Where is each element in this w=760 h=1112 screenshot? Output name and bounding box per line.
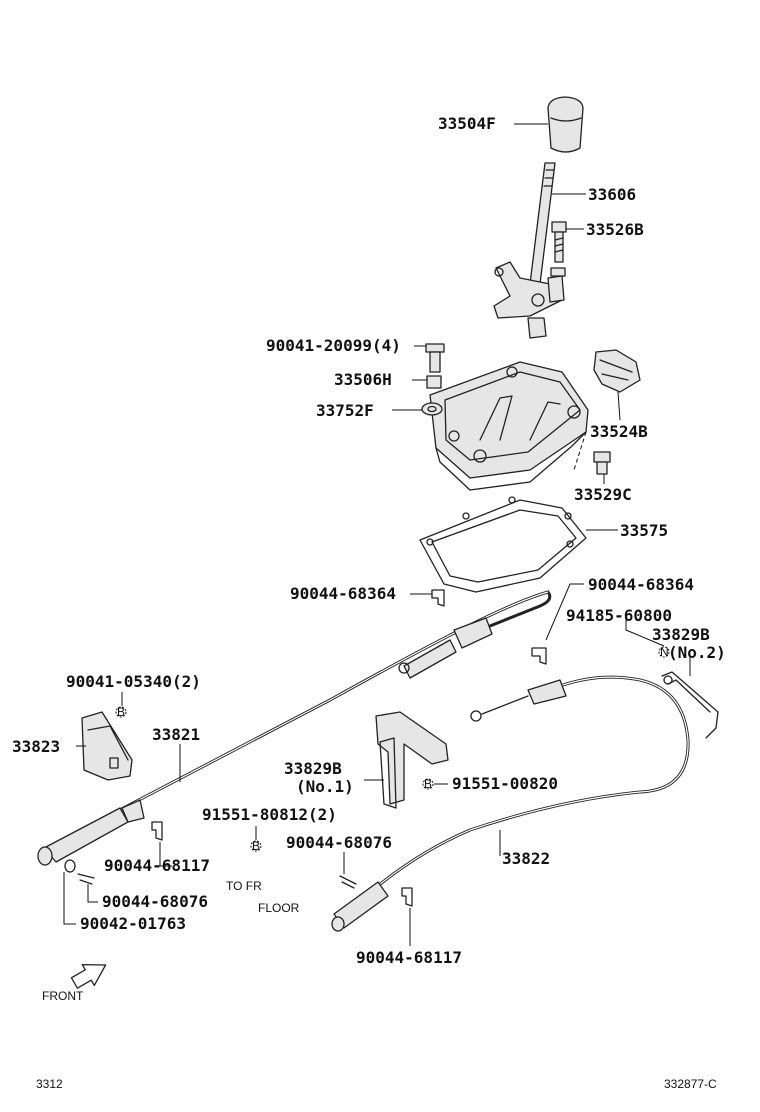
label-91551-80812: 91551-80812(2) bbox=[202, 805, 337, 824]
label-33575: 33575 bbox=[620, 521, 668, 540]
label-90044-68364-left: 90044-68364 bbox=[290, 584, 396, 603]
marker-b-2: B bbox=[422, 777, 434, 791]
label-90044-68076-mid: 90044-68076 bbox=[286, 833, 392, 852]
label-33829b-no1: 33829B bbox=[284, 759, 342, 778]
label-90044-68117-left: 90044-68117 bbox=[104, 856, 210, 875]
label-33829b-no2: 33829B bbox=[652, 625, 710, 644]
clip-90044-68117-bottom bbox=[401, 887, 413, 907]
label-90041-20099: 90041-20099(4) bbox=[266, 336, 401, 355]
label-33506h: 33506H bbox=[334, 370, 392, 389]
label-90044-68076-left: 90044-68076 bbox=[102, 892, 208, 911]
bracket-33829b-no1 bbox=[375, 711, 449, 809]
label-33606: 33606 bbox=[588, 185, 636, 204]
label-33529c: 33529C bbox=[574, 485, 632, 504]
cable-33821 bbox=[37, 590, 552, 866]
clip-90044-68364-left bbox=[431, 589, 445, 607]
marker-n: N bbox=[658, 645, 670, 659]
svg-text:B: B bbox=[117, 705, 125, 719]
pin-90044-68076-mid bbox=[339, 875, 357, 889]
label-33822: 33822 bbox=[502, 849, 550, 868]
washer-33752f bbox=[421, 402, 443, 416]
clip-90044-68117-left bbox=[151, 821, 163, 841]
clip-90044-68364-right bbox=[531, 647, 547, 665]
svg-text:B: B bbox=[424, 777, 432, 791]
label-90042-01763: 90042-01763 bbox=[80, 914, 186, 933]
label-floor: FLOOR bbox=[258, 901, 300, 915]
leader-lines bbox=[63, 123, 691, 946]
bracket-33823 bbox=[81, 711, 133, 781]
cable-33822 bbox=[331, 675, 690, 932]
label-front: FRONT bbox=[42, 989, 84, 1003]
shift-knob bbox=[547, 96, 584, 153]
label-90044-68364-right: 90044-68364 bbox=[588, 575, 694, 594]
label-33524b: 33524B bbox=[590, 422, 648, 441]
label-33823: 33823 bbox=[12, 737, 60, 756]
svg-text:N: N bbox=[660, 645, 669, 659]
marker-b-3: B bbox=[250, 839, 262, 853]
label-33821: 33821 bbox=[152, 725, 200, 744]
marker-b-1: B bbox=[115, 705, 127, 719]
gasket-33575 bbox=[419, 496, 587, 593]
label-33829b-no1-sub: (No.1) bbox=[296, 777, 354, 796]
label-33752f: 33752F bbox=[316, 401, 374, 420]
pin-90044-68076-left bbox=[77, 873, 95, 885]
label-91551-00820: 91551-00820 bbox=[452, 774, 558, 793]
bracket-33524b bbox=[593, 349, 641, 393]
bolt-33529c bbox=[593, 451, 611, 475]
label-90044-68117-bottom: 90044-68117 bbox=[356, 948, 462, 967]
shift-housing bbox=[429, 361, 589, 491]
label-code-right: 332877-C bbox=[664, 1077, 717, 1091]
label-33504f: 33504F bbox=[438, 114, 496, 133]
label-33526b: 33526B bbox=[586, 220, 644, 239]
label-to-fr: TO FR bbox=[226, 879, 262, 893]
label-90041-05340: 90041-05340(2) bbox=[66, 672, 201, 691]
bolt-90041-20099 bbox=[425, 343, 445, 373]
shift-lever bbox=[493, 162, 565, 339]
front-arrow-icon bbox=[70, 963, 107, 989]
bracket-33829b-no2 bbox=[661, 671, 719, 739]
washer-90042-01763 bbox=[64, 859, 76, 873]
collar-33506h bbox=[426, 375, 442, 389]
bolt-33526b bbox=[550, 221, 567, 277]
label-code-left: 3312 bbox=[36, 1077, 63, 1091]
label-33829b-no2-sub: (No.2) bbox=[668, 643, 726, 662]
svg-text:B: B bbox=[252, 839, 260, 853]
label-94185-60800: 94185-60800 bbox=[566, 606, 672, 625]
